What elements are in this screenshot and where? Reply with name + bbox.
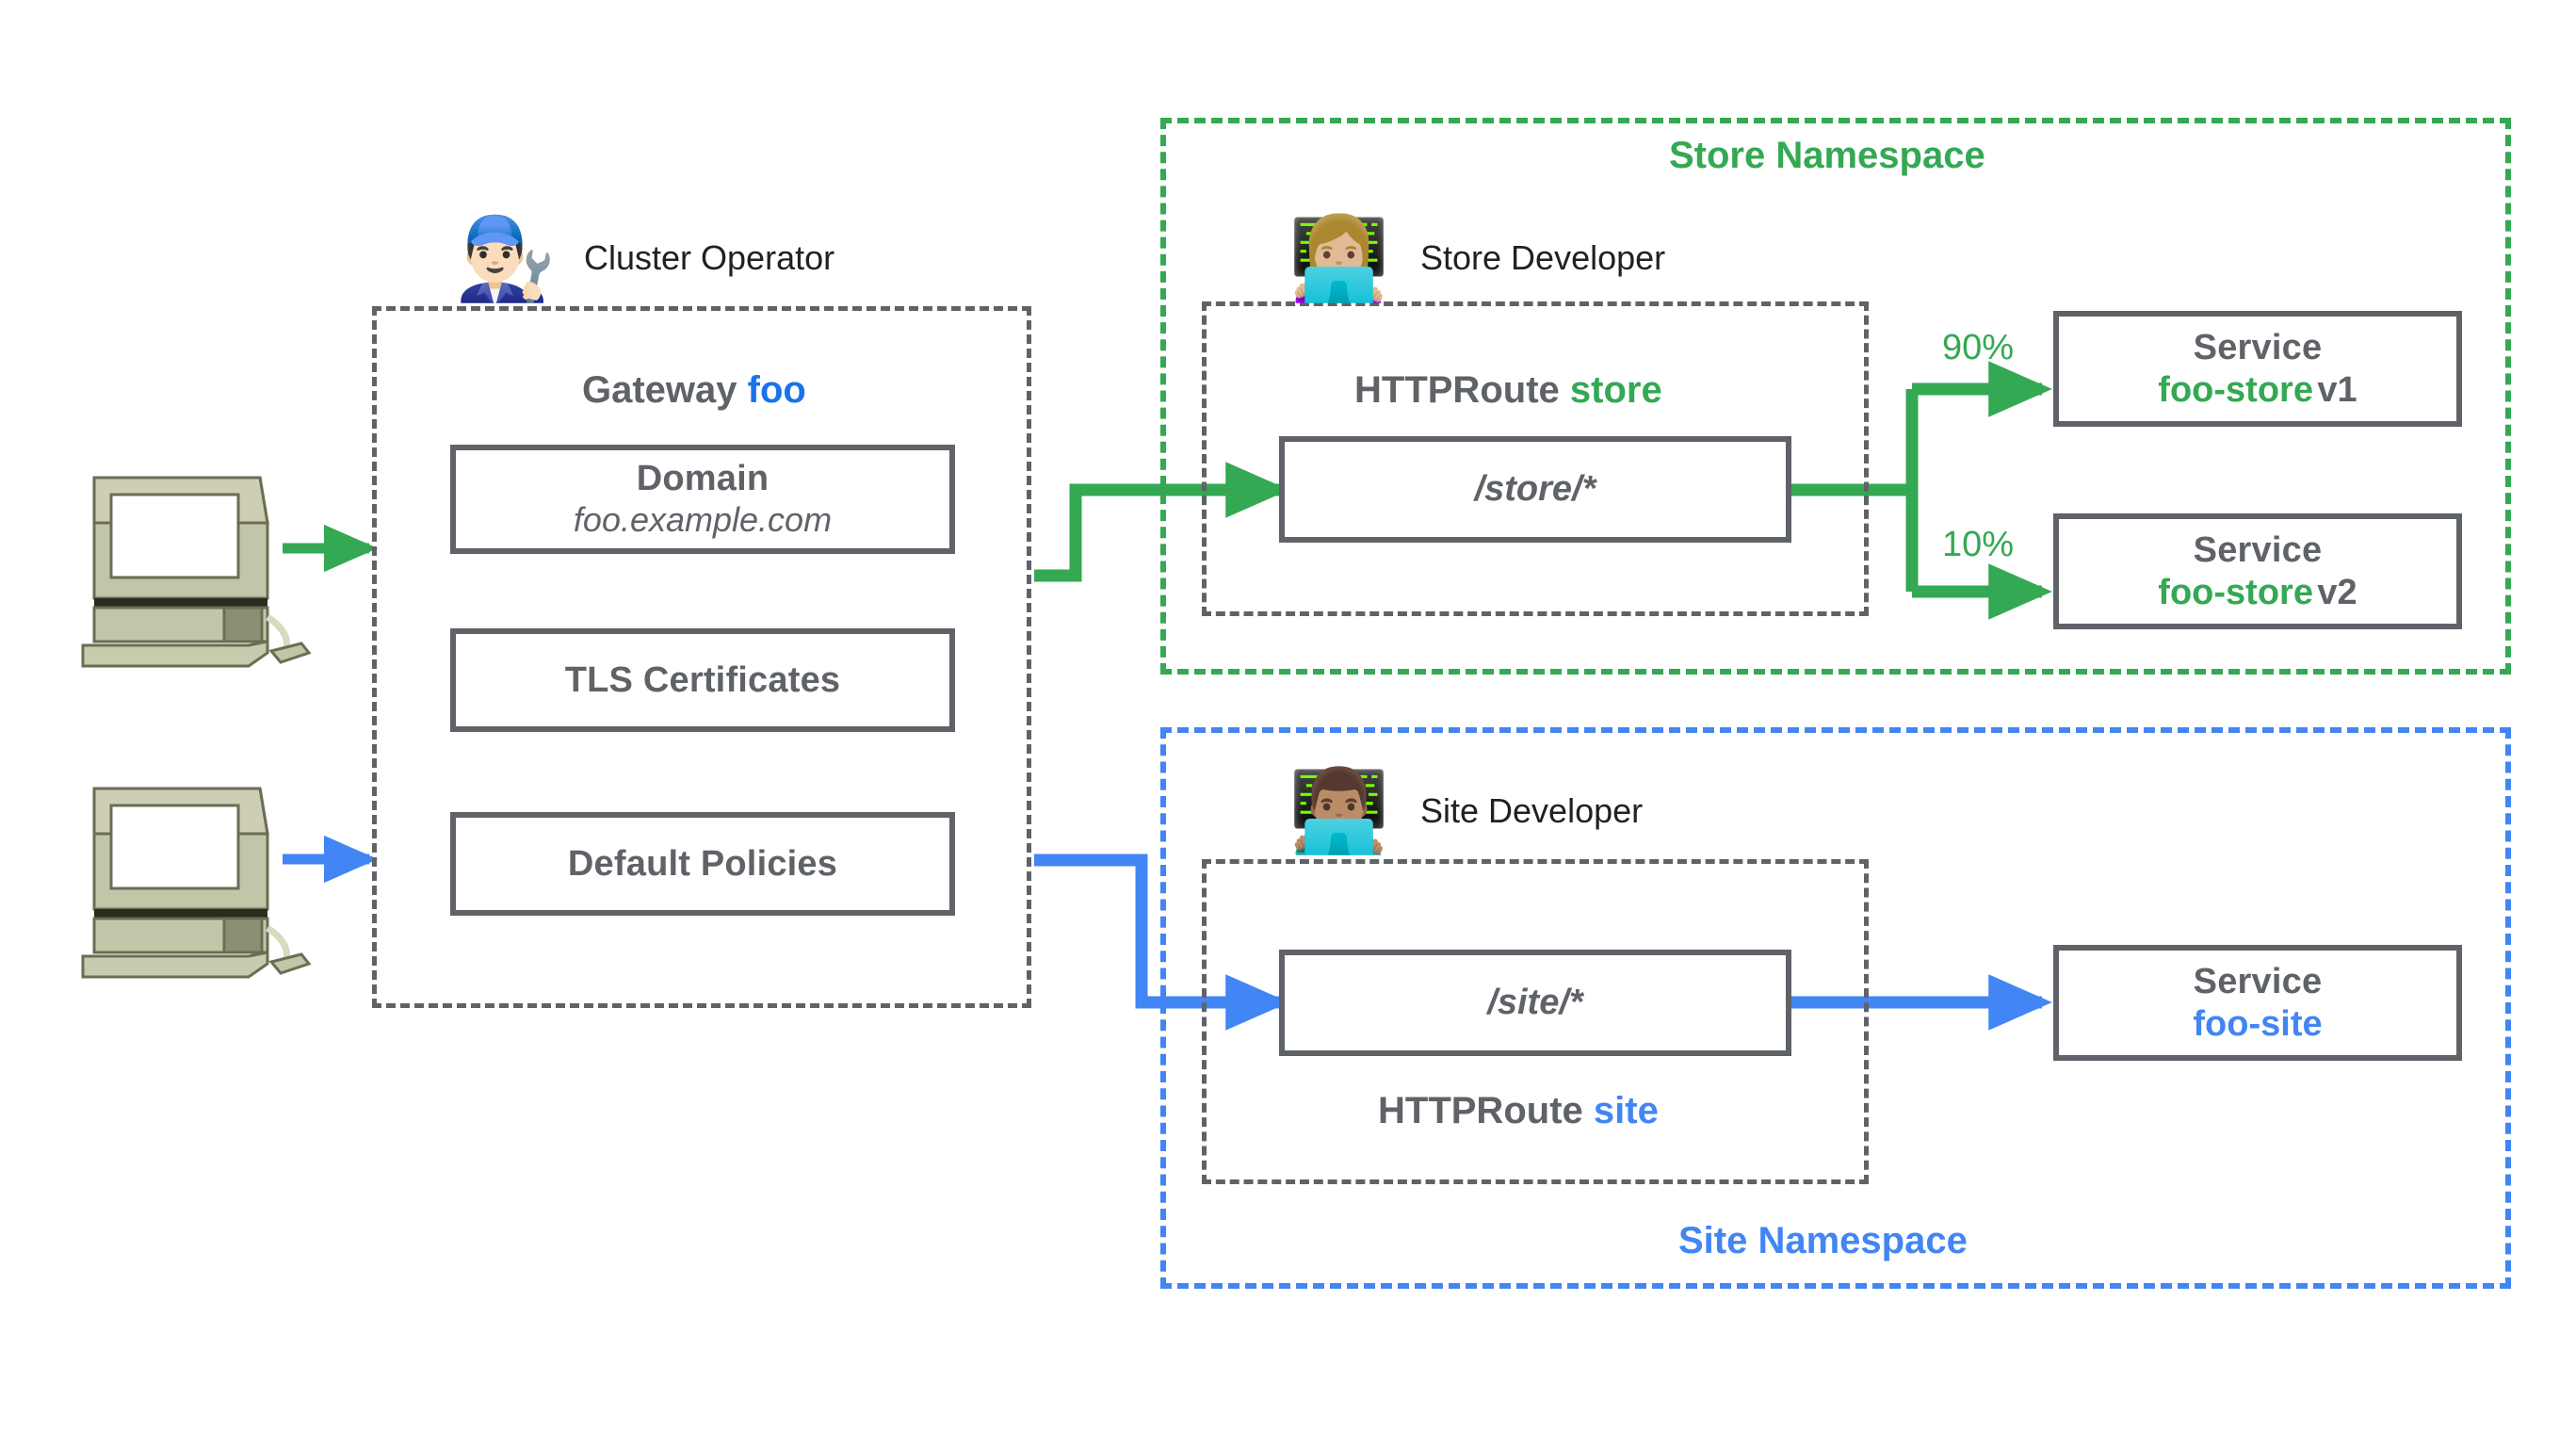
site-httproute-heading: HTTPRoute site <box>1378 1090 1659 1132</box>
store-route-path: /store/* <box>1474 469 1596 510</box>
gateway-item-domain-label: Domain <box>636 459 770 499</box>
store-service-v1[interactable]: Service foo-store v1 <box>2053 311 2462 427</box>
desktop-computer-icon <box>81 476 312 668</box>
site-httproute-prefix: HTTPRoute <box>1378 1090 1583 1131</box>
site-route-rule[interactable]: /site/* <box>1279 950 1791 1056</box>
store-service-v2-version: v2 <box>2317 572 2357 612</box>
gateway-item-tls-label: TLS Certificates <box>564 659 841 700</box>
store-namespace-title: Store Namespace <box>1669 135 1985 176</box>
store-httproute-container <box>1202 301 1869 616</box>
woman-technologist-icon: 👩🏼‍💻 <box>1288 214 1390 304</box>
site-service-name: foo-site <box>2193 1003 2323 1044</box>
store-backend-v2-weight: 10% <box>1942 525 2015 564</box>
store-developer-label: Store Developer <box>1420 238 1666 277</box>
store-backend-v1-weight: 90% <box>1942 328 2015 367</box>
gateway-item-domain-value: foo.example.com <box>573 500 833 540</box>
site-httproute-container <box>1202 859 1869 1184</box>
mechanic-person-icon: 👨🏻‍🔧 <box>455 214 557 304</box>
gateway-heading: Gateway foo <box>582 369 806 412</box>
store-service-v1-name: foo-store <box>2158 369 2313 410</box>
site-httproute-name: site <box>1593 1090 1659 1131</box>
store-httproute-name: store <box>1569 369 1662 411</box>
store-service-v2-kind: Service <box>2193 529 2323 570</box>
store-route-rule[interactable]: /store/* <box>1279 436 1791 543</box>
store-namespace-container <box>1160 118 2511 675</box>
desktop-computer-icon <box>81 787 312 979</box>
store-service-v1-kind: Service <box>2193 327 2323 367</box>
gateway-item-tls[interactable]: TLS Certificates <box>450 628 955 732</box>
gateway-item-policies[interactable]: Default Policies <box>450 812 955 916</box>
store-service-v2-name: foo-store <box>2158 572 2313 612</box>
gateway-heading-prefix: Gateway <box>582 369 737 411</box>
site-service[interactable]: Service foo-site <box>2053 945 2462 1061</box>
cluster-operator-label: Cluster Operator <box>584 238 835 277</box>
site-developer-label: Site Developer <box>1420 791 1644 830</box>
store-httproute-heading: HTTPRoute store <box>1354 369 1662 412</box>
site-service-kind: Service <box>2193 961 2323 1001</box>
man-technologist-icon: 👨🏽‍💻 <box>1288 766 1390 856</box>
store-httproute-prefix: HTTPRoute <box>1354 369 1560 411</box>
gateway-item-policies-label: Default Policies <box>567 843 838 884</box>
store-service-v1-version: v1 <box>2317 369 2357 410</box>
gateway-name: foo <box>747 369 806 411</box>
gateway-item-domain[interactable]: Domain foo.example.com <box>450 445 955 554</box>
site-namespace-container <box>1160 727 2511 1289</box>
site-namespace-title: Site Namespace <box>1678 1220 1968 1261</box>
gateway-container <box>372 306 1031 1008</box>
store-service-v2[interactable]: Service foo-store v2 <box>2053 513 2462 629</box>
site-route-path: /site/* <box>1487 983 1583 1023</box>
